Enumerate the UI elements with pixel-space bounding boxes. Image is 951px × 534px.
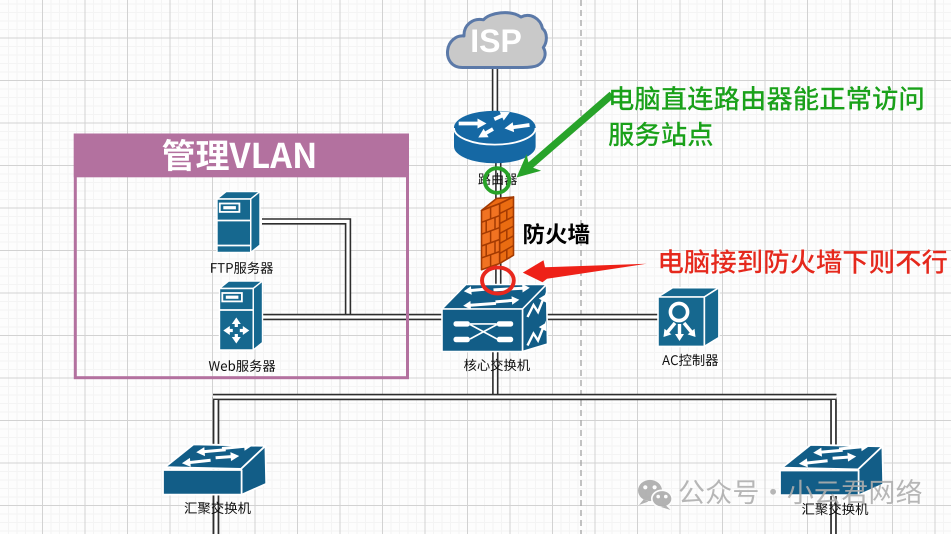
svg-text:ISP: ISP — [470, 23, 522, 59]
